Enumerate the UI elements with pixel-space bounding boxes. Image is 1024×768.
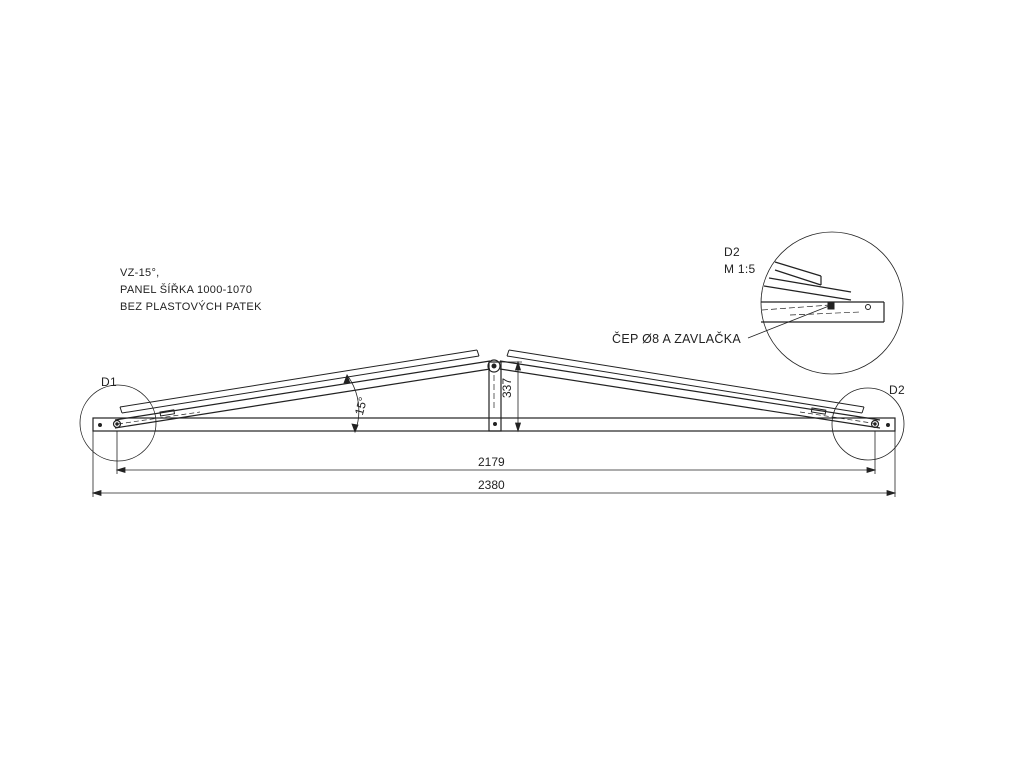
right-pin-joint	[870, 419, 880, 429]
detail-d2-circle	[831, 387, 905, 461]
dimension-2179	[115, 431, 877, 474]
note-line-1: VZ-15°,	[120, 267, 160, 279]
dimension-ridge-height-label: 337	[500, 377, 514, 398]
detail-d2-title: D2	[724, 245, 740, 259]
dimension-inner-span-label: 2179	[478, 455, 505, 469]
left-pin-joint	[112, 419, 122, 429]
detail-d1-circle	[79, 384, 157, 462]
right-rafter	[499, 349, 881, 429]
dimension-337	[501, 360, 522, 433]
detail-d2-enlarged	[747, 231, 904, 375]
dimension-angle-15	[343, 373, 360, 434]
dimension-overall-span-label: 2380	[478, 478, 505, 492]
dimension-2380	[91, 431, 897, 497]
detail-d2-scale: M 1:5	[724, 262, 756, 276]
ridge-post	[487, 359, 502, 432]
note-line-3: BEZ PLASTOVÝCH PATEK	[120, 301, 262, 313]
left-rafter	[114, 349, 491, 429]
pin-callout: ČEP Ø8 A ZAVLAČKA	[612, 332, 742, 346]
detail-d2-label: D2	[889, 383, 905, 397]
detail-d1-label: D1	[101, 375, 117, 389]
note-line-2: PANEL ŠÍŘKA 1000-1070	[120, 284, 253, 296]
